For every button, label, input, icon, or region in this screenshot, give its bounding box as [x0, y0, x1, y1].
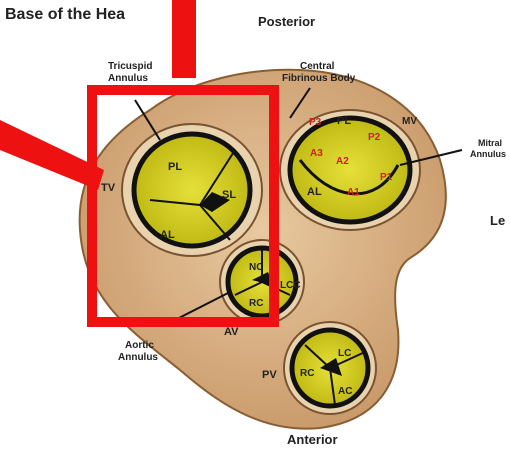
- tv-leaflet-sl: SL: [222, 189, 236, 201]
- av-leaflet-nc: NC: [249, 262, 263, 273]
- central-fibrous-body-label-line2: Fibrinous Body: [282, 73, 356, 84]
- mv-scallop-a2: A2: [336, 156, 349, 167]
- highlight-bar: [172, 0, 196, 78]
- page-title: Base of the Hea: [5, 6, 125, 23]
- av-leaflet-lcc: LCC: [280, 280, 301, 291]
- mitral-annulus-label-line1: Mitral: [478, 138, 502, 148]
- aortic-annulus-label-line1: Aortic: [125, 340, 154, 351]
- pv-leaflet-rc: RC: [300, 368, 314, 379]
- pv-leaflet-ac: AC: [338, 386, 352, 397]
- mv-scallop-p3: P3: [309, 117, 322, 128]
- mv-leaflet-al: AL: [307, 186, 322, 198]
- mv-scallop-a1: A1: [347, 187, 360, 198]
- mitral-annulus-label-line2: Annulus: [470, 149, 506, 159]
- mv-scallop-a3: A3: [310, 148, 323, 159]
- pulmonic-valve: [284, 322, 376, 414]
- mitral-valve: [280, 110, 420, 230]
- central-fibrous-body-label-line1: Central: [300, 61, 335, 72]
- tv-label: TV: [101, 182, 116, 194]
- mv-label: MV: [402, 116, 417, 127]
- posterior-label: Posterior: [258, 14, 315, 29]
- pv-label: PV: [262, 369, 277, 381]
- mv-scallop-p2: P2: [368, 132, 381, 143]
- tv-leaflet-al: AL: [160, 229, 175, 241]
- av-label: AV: [224, 326, 239, 338]
- mv-leaflet-pl: PL: [337, 115, 351, 127]
- tv-leaflet-pl: PL: [168, 161, 182, 173]
- tricuspid-annulus-label-line2: Annulus: [108, 73, 148, 84]
- tricuspid-valve: [122, 124, 262, 256]
- anterior-label: Anterior: [287, 432, 338, 447]
- mv-scallop-p1: P1: [380, 172, 393, 183]
- pv-leaflet-lc: LC: [338, 348, 351, 359]
- left-label-partial: Le: [490, 213, 505, 228]
- av-leaflet-rc: RC: [249, 298, 263, 309]
- tricuspid-annulus-label-line1: Tricuspid: [108, 61, 152, 72]
- aortic-annulus-label-line2: Annulus: [118, 352, 158, 363]
